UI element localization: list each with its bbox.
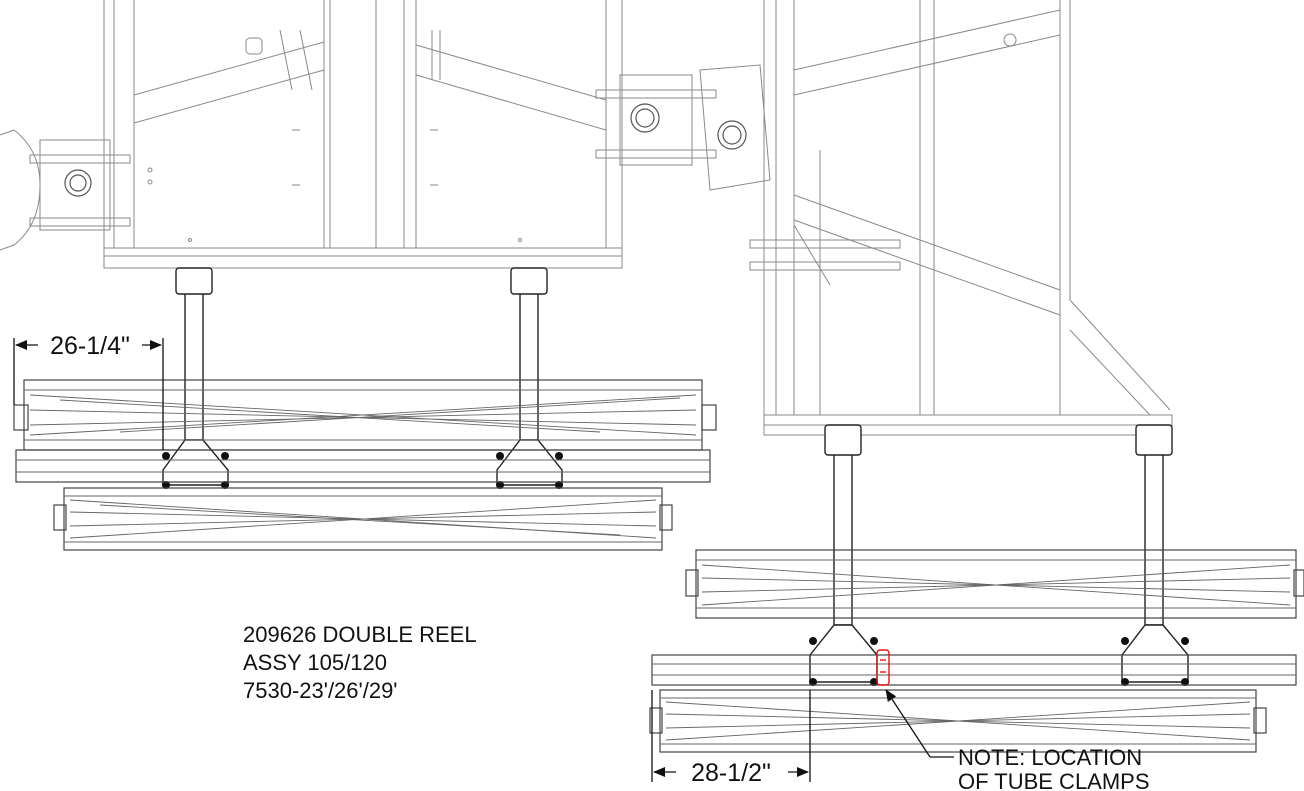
right-mount-arms	[809, 424, 1189, 686]
note-leader: NOTE: LOCATION OF TUBE CLAMPS	[885, 689, 1150, 791]
left-dimension: 26-1/4"	[13, 332, 164, 450]
part-caption: 209626 DOUBLE REEL ASSY 105/120 7530-23'…	[243, 622, 477, 703]
caption-line-2: ASSY 105/120	[243, 650, 387, 675]
left-assembly: 26-1/4"	[0, 0, 717, 551]
right-machine-frame	[595, 0, 1173, 436]
right-upper-reel	[651, 549, 1304, 686]
left-machine-frame	[0, 0, 623, 269]
caption-line-1: 209626 DOUBLE REEL	[243, 622, 477, 647]
left-mount-arms	[162, 267, 563, 489]
note-line-1: NOTE: LOCATION	[958, 745, 1142, 770]
right-lower-reel	[649, 689, 1267, 753]
right-dimension-label: 28-1/2"	[691, 759, 771, 787]
left-upper-reel	[13, 379, 717, 483]
left-lower-reel	[53, 487, 673, 551]
right-dimension: 28-1/2"	[651, 690, 811, 787]
caption-line-3: 7530-23'/26'/29'	[243, 678, 398, 703]
note-line-2: OF TUBE CLAMPS	[958, 769, 1150, 791]
left-dimension-label: 26-1/4"	[50, 332, 130, 360]
tube-clamp-highlight	[876, 649, 890, 686]
right-assembly: NOTE: LOCATION OF TUBE CLAMPS 28-1/2"	[595, 0, 1304, 791]
